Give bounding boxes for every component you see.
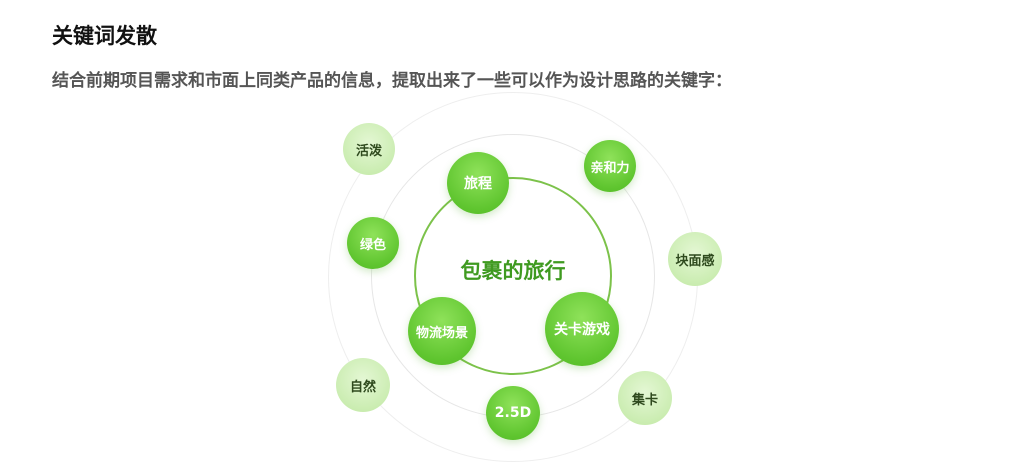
keyword-level-game: 关卡游戏 [545,292,619,366]
keyword-affinity: 亲和力 [584,140,636,192]
keyword-card-collect: 集卡 [618,371,672,425]
keyword-block-surface: 块面感 [668,232,722,286]
keyword-nature: 自然 [336,358,390,412]
section-description: 结合前期项目需求和市面上同类产品的信息，提取出来了一些可以作为设计思路的关键字： [52,71,732,91]
center-keyword: 包裹的旅行 [460,259,566,283]
keyword-2-5d: 2.5D [486,386,540,440]
section-title: 关键词发散 [52,24,157,48]
keyword-green: 绿色 [347,217,399,269]
inner-ring [414,177,612,375]
keyword-journey: 旅程 [447,152,509,214]
keyword-logistics-scene: 物流场景 [408,297,476,365]
keyword-lively: 活泼 [343,123,395,175]
